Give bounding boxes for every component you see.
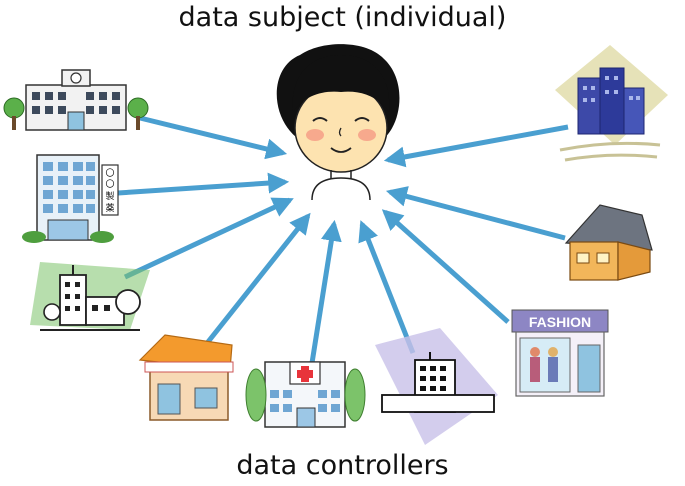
arrow-hospital (309, 219, 342, 364)
house-icon (564, 204, 653, 281)
pharmacy-sign-char: 〇 (105, 168, 114, 179)
arrow-factory (123, 197, 294, 280)
skyscrapers-icon (555, 45, 668, 162)
arrow-skyscrapers (383, 124, 569, 168)
diagram-title: data subject (individual) (178, 2, 507, 33)
diagram-caption: data controllers (236, 450, 449, 481)
office-complex-icon (375, 328, 498, 445)
hospital-icon (245, 361, 366, 428)
arrow-office-complex (358, 220, 416, 354)
store-icon (138, 334, 234, 421)
arrow-company-building (117, 172, 290, 196)
factory-icon (30, 262, 150, 331)
arrow-fashion-shop (381, 209, 510, 324)
arrow-city-office (139, 115, 288, 160)
pharmacy-sign-char: 〇 (105, 179, 114, 190)
person-icon (276, 44, 400, 201)
pharmacy-sign-char: 製 (105, 190, 114, 202)
arrow-house (385, 186, 566, 241)
city-office-icon (3, 69, 149, 131)
company-building-icon: 〇 〇 製 薬 (22, 154, 119, 243)
shop-sign: FASHION (529, 314, 591, 330)
fashion-shop-icon: FASHION (511, 309, 609, 397)
arrow-store (198, 212, 311, 354)
pharmacy-sign-char: 薬 (105, 202, 114, 214)
arrows (117, 115, 569, 364)
